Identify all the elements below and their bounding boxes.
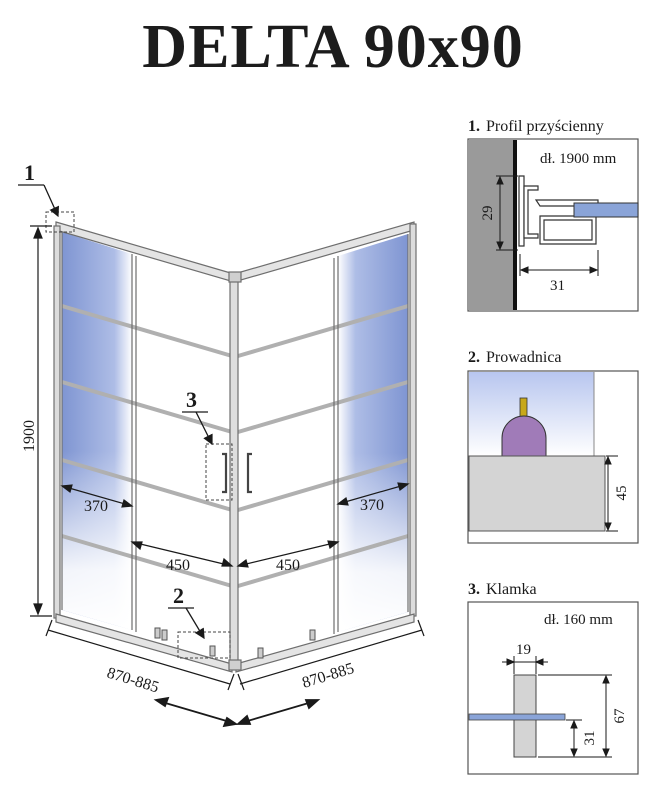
right-stripes [237, 304, 409, 588]
door-right-dimension [236, 540, 340, 568]
callout-3-label: 3 [186, 387, 197, 412]
detail-1-panel: 29 31 dł. 1900 mm [467, 138, 639, 312]
detail-1-length: dł. 1900 mm [540, 151, 617, 167]
guide-roller [501, 415, 547, 457]
detail-3-dim-a: 19 [516, 642, 531, 658]
product-title: DELTA 90x90 [142, 13, 524, 81]
detail-2-dim-a: 45 [614, 486, 630, 501]
glass-edge [573, 202, 639, 218]
detail-3-dim-b: 67 [612, 708, 628, 724]
detail-3-number: 3. [468, 581, 480, 598]
height-label: 1900 [21, 420, 38, 452]
detail-3-panel: 19 67 31 dł. 160 mm [467, 601, 639, 775]
detail-2-number: 2. [468, 349, 480, 366]
detail-1-number: 1. [468, 118, 480, 135]
callout-box-1 [45, 211, 75, 233]
door-right-label: 450 [276, 557, 300, 574]
door-left-dimension [130, 541, 234, 567]
base-left-label: 870-885 [105, 665, 161, 697]
detail-1-dim-a: 29 [480, 206, 496, 221]
callout-1-label: 1 [24, 160, 35, 185]
left-stripes [61, 304, 233, 588]
bottom-rollers [154, 627, 316, 659]
base-right-label: 870-885 [300, 660, 356, 692]
detail-2-title: Prowadnica [486, 349, 562, 366]
detail-3-title: Klamka [486, 581, 537, 598]
handle-glass [468, 713, 566, 721]
detail-1-title: Profil przyścienny [486, 118, 604, 135]
door-left-label: 450 [166, 557, 190, 574]
fixed-left-label: 370 [84, 498, 108, 515]
fixed-right-dimension [336, 482, 410, 506]
guide-base [468, 455, 606, 532]
detail-3-dim-c: 31 [582, 731, 598, 746]
detail-1-dim-b: 31 [550, 278, 565, 294]
door-handles [222, 452, 252, 494]
detail-3-length: dł. 160 mm [544, 612, 613, 628]
fixed-right-label: 370 [360, 497, 384, 514]
enclosure [53, 221, 417, 673]
base-left-dimension [45, 619, 235, 691]
fixed-left-dimension [60, 484, 134, 508]
sliding-arrows [153, 696, 321, 728]
base-right-dimension [237, 619, 425, 691]
height-dimension [30, 225, 52, 617]
callout-2-label: 2 [173, 583, 184, 608]
callout-box-3 [205, 443, 233, 501]
detail-2-panel: 45 [467, 370, 639, 544]
wall [469, 140, 513, 310]
